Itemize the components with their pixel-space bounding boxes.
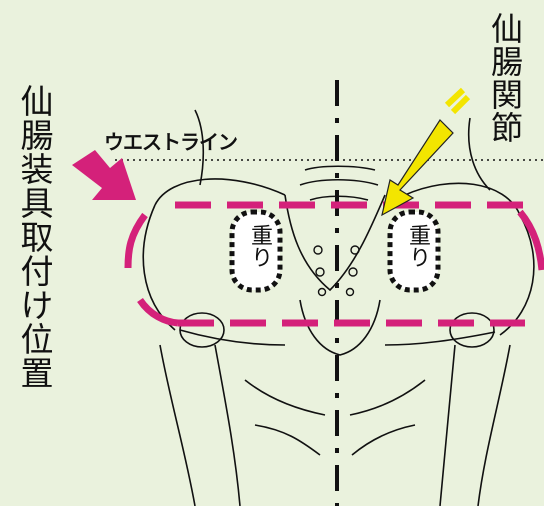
magenta-arrow-icon xyxy=(72,150,136,200)
belt-position-label: 仙腸装具取付け位置 xyxy=(10,84,58,390)
waist-line-label: ウエストライン xyxy=(104,126,237,155)
yellow-arrow-icon xyxy=(382,90,468,215)
sacroiliac-joint-label: 仙腸関節 xyxy=(482,12,528,144)
weight-label-right: 重り xyxy=(401,224,433,268)
weight-label-left: 重り xyxy=(243,224,275,268)
